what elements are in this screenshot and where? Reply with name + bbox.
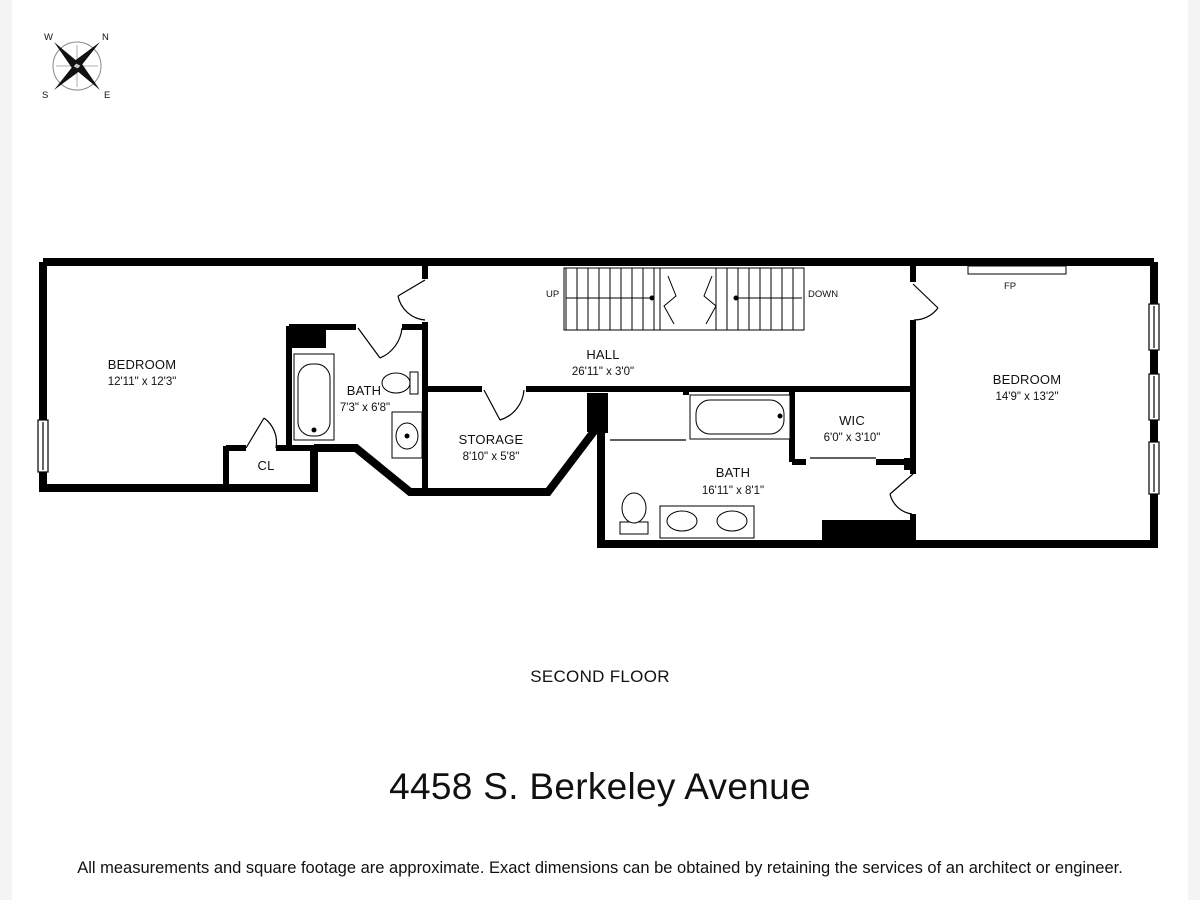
- tub-small: [293, 353, 335, 441]
- closet-name: CL: [257, 458, 274, 473]
- floor-label: SECOND FLOOR: [530, 667, 670, 686]
- compass-south-label: S: [42, 90, 48, 101]
- bedroom-west-dims: 12'11" x 12'3": [108, 376, 177, 388]
- compass-north-label: N: [102, 32, 109, 43]
- property-address: 4458 S. Berkeley Avenue: [389, 766, 811, 807]
- stairs-up-label: UP: [546, 289, 559, 300]
- compass-east-label: E: [104, 90, 110, 101]
- toilet-small: [381, 371, 419, 395]
- storage-dims: 8'10" x 5'8": [463, 451, 520, 463]
- measurement-disclaimer: All measurements and square footage are …: [77, 859, 1123, 877]
- bedroom-west-name: BEDROOM: [108, 357, 177, 372]
- page-edge-right: [1188, 0, 1200, 900]
- stairs-down-label: DOWN: [808, 289, 838, 300]
- fireplace: FP: [967, 265, 1067, 292]
- bath-large-name: BATH: [716, 465, 751, 480]
- storage-name: STORAGE: [459, 432, 524, 447]
- windows: [37, 303, 1160, 495]
- sink-small: [391, 411, 423, 459]
- staircase: UP DOWN: [546, 267, 838, 331]
- wall-chases: [286, 326, 914, 544]
- tub-large: [689, 394, 791, 440]
- toilet-large: [619, 492, 649, 535]
- double-vanity: [659, 505, 755, 539]
- interior-walls: [223, 262, 916, 540]
- floor-plan: W N S E: [37, 32, 1160, 548]
- hall-name: HALL: [586, 347, 619, 362]
- compass-rose-icon: W N S E: [42, 32, 110, 101]
- compass-west-label: W: [44, 32, 53, 43]
- fireplace-label: FP: [1004, 281, 1016, 292]
- wic-dims: 6'0" x 3'10": [824, 432, 881, 444]
- bath-large-dims: 16'11" x 8'1": [702, 485, 764, 497]
- bedroom-east-name: BEDROOM: [993, 372, 1062, 387]
- page-edge-left: [0, 0, 12, 900]
- hall-dims: 26'11" x 3'0": [572, 366, 634, 378]
- bath-small-name: BATH: [347, 383, 382, 398]
- wic-name: WIC: [839, 413, 865, 428]
- door-swings: [245, 279, 939, 515]
- bedroom-east-dims: 14'9" x 13'2": [995, 391, 1058, 403]
- bath-small-dims: 7'3" x 6'8": [340, 402, 390, 414]
